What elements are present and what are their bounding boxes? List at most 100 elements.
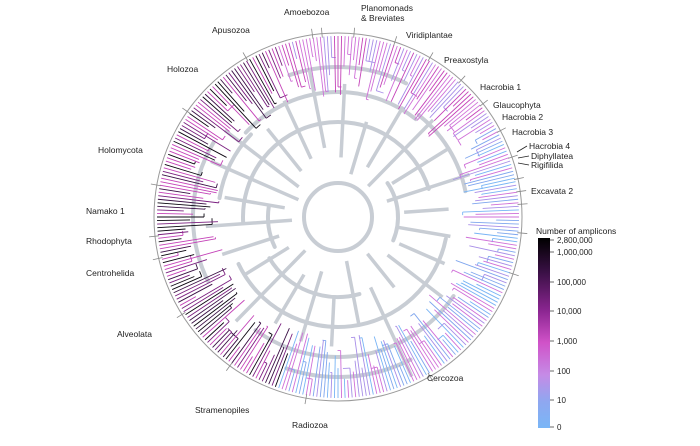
tree-branch bbox=[237, 328, 263, 368]
clade-label-holomycota: Holomycota bbox=[98, 145, 143, 155]
tree-branch bbox=[265, 328, 289, 383]
clade-boundary-tick bbox=[518, 204, 528, 205]
backbone-spoke bbox=[404, 209, 448, 212]
tree-branch-join bbox=[256, 125, 260, 129]
tree-branch bbox=[429, 71, 444, 92]
tree-branch bbox=[172, 277, 202, 290]
clade-boundary-tick bbox=[517, 233, 527, 234]
tree-branch-join bbox=[229, 276, 231, 280]
tree-branch bbox=[235, 69, 264, 110]
tree-branch bbox=[482, 178, 515, 185]
tree-branch bbox=[246, 343, 264, 373]
legend-tick-label: 10 bbox=[557, 396, 566, 405]
tree-branch bbox=[157, 222, 218, 224]
tree-branch bbox=[371, 42, 384, 92]
tree-branch bbox=[256, 351, 270, 379]
clade-boundary-tick bbox=[153, 257, 163, 259]
tree-branch-join bbox=[275, 103, 277, 104]
tree-branch bbox=[210, 328, 227, 345]
tree-branch bbox=[340, 36, 341, 95]
tree-branch bbox=[232, 323, 261, 363]
tree-branch bbox=[158, 232, 188, 235]
legend-tick-label: 100 bbox=[557, 367, 571, 376]
tree-branch bbox=[471, 135, 499, 149]
tree-branch bbox=[157, 224, 212, 227]
tree-branch-join bbox=[437, 297, 440, 301]
tree-branch bbox=[198, 303, 233, 331]
backbone-spoke bbox=[225, 130, 299, 187]
tree-branch-join bbox=[402, 70, 404, 71]
tree-branch bbox=[344, 379, 345, 398]
tree-branch bbox=[451, 283, 494, 308]
tree-branch bbox=[493, 238, 518, 241]
backbone-spoke bbox=[225, 197, 285, 207]
backbone-spoke bbox=[351, 122, 367, 174]
tree-branch bbox=[398, 59, 426, 109]
clade-label-planomonads: Planomonads bbox=[361, 3, 413, 13]
tree-branch bbox=[359, 38, 363, 65]
tree-branch bbox=[471, 272, 505, 286]
tree-branch bbox=[428, 94, 471, 133]
tree-branch bbox=[158, 196, 218, 203]
tree-branch bbox=[167, 270, 186, 277]
tree-branch bbox=[444, 99, 475, 126]
tree-branch-join bbox=[498, 249, 499, 252]
tree-branch bbox=[285, 44, 298, 87]
clade-label-breviates: & Breviates bbox=[361, 13, 404, 23]
legend-ticks: 2,800,0001,000,000100,00010,0001,0001001… bbox=[550, 236, 593, 432]
tree-branch bbox=[303, 39, 309, 70]
tree-branch bbox=[223, 339, 238, 357]
tree-branch bbox=[404, 54, 417, 81]
tree-branch bbox=[380, 45, 394, 88]
tree-branch bbox=[182, 125, 205, 138]
clade-boundary-tick bbox=[394, 36, 397, 46]
tree-branch-join bbox=[291, 81, 293, 82]
tree-branch bbox=[157, 220, 190, 221]
tree-branch-join bbox=[301, 86, 305, 87]
tree-branch-join bbox=[410, 313, 414, 316]
tree-branch bbox=[350, 368, 352, 397]
tree-branch-join bbox=[195, 162, 196, 164]
tree-branch-join bbox=[238, 129, 240, 132]
clade-boundary-tick bbox=[321, 28, 322, 38]
tree-branch-join bbox=[216, 184, 217, 188]
tree-branch bbox=[157, 213, 193, 214]
tree-branch-join bbox=[267, 326, 268, 327]
tree-branch-join bbox=[236, 292, 237, 293]
tree-branch bbox=[313, 38, 316, 61]
tree-branch bbox=[443, 335, 458, 352]
tree-branch bbox=[334, 356, 335, 398]
tree-branch-join bbox=[428, 133, 429, 134]
tree-branch bbox=[353, 37, 355, 60]
tree-branch bbox=[334, 36, 335, 92]
clade-label-alveolata: Alveolata bbox=[117, 329, 152, 339]
tree-branch bbox=[445, 333, 461, 350]
tree-branch bbox=[196, 105, 230, 132]
tree-branch-join bbox=[458, 140, 461, 145]
tree-branch bbox=[407, 329, 433, 371]
tree-branch bbox=[250, 59, 275, 104]
tree-branch bbox=[169, 275, 189, 283]
tree-branch bbox=[160, 182, 216, 193]
clade-label-stramenopiles: Stramenopiles bbox=[195, 405, 249, 415]
tree-branch bbox=[177, 274, 225, 299]
tree-branch bbox=[205, 323, 224, 340]
backbone-spoke bbox=[332, 295, 335, 346]
tree-backbone bbox=[193, 67, 470, 377]
tree-branch-join bbox=[280, 95, 287, 98]
tree-branch-join bbox=[410, 75, 412, 76]
clade-label-hacrobia-3: Hacrobia 3 bbox=[512, 127, 553, 137]
tree-branch bbox=[465, 141, 502, 158]
clade-label-excavata-2: Excavata 2 bbox=[531, 186, 573, 196]
tree-branch bbox=[161, 178, 218, 190]
tree-branch bbox=[162, 255, 178, 259]
clade-boundary-tick bbox=[312, 29, 313, 39]
arrow-diphyllatea bbox=[518, 156, 529, 158]
clade-boundary-tick bbox=[516, 191, 526, 192]
tree-branch bbox=[470, 168, 512, 180]
legend-title: Number of amplicons bbox=[536, 226, 616, 236]
tree-branch bbox=[210, 89, 227, 106]
arrow-hacrobia-4 bbox=[517, 146, 527, 152]
